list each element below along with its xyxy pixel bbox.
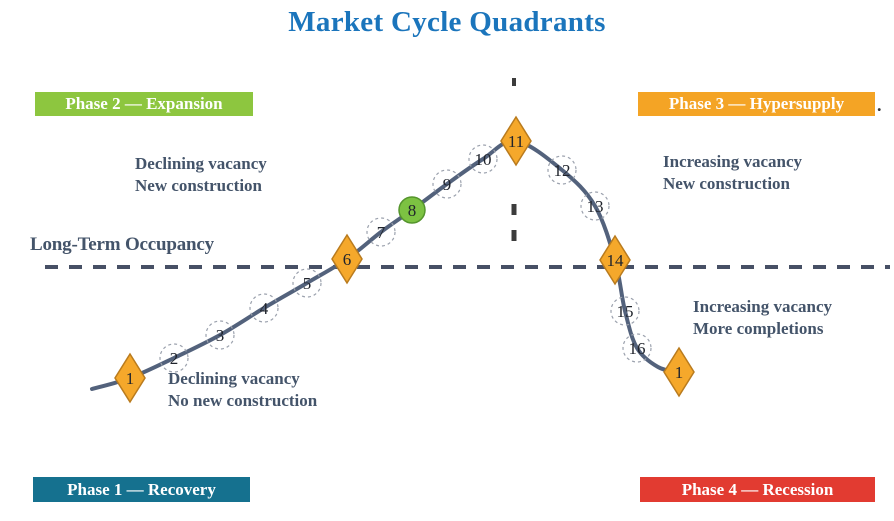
cycle-point-16-number: 16 [629,339,646,358]
cycle-point-8-number: 8 [408,201,417,220]
cycle-point-12-number: 12 [554,161,571,180]
cycle-point-8-green-circle [398,196,426,224]
cycle-point-12-circle [547,155,577,185]
annotation-recession: Increasing vacancy More completions [693,296,832,341]
cycle-point-7-number: 7 [377,223,386,242]
phase-label-hypersupply: Phase 3 — Hypersupply [638,92,875,116]
cycle-point-10-circle [468,144,498,174]
cycle-point-13-circle [580,191,610,221]
cycle-point-15-circle [610,296,640,326]
annotation-line: Declining vacancy [168,369,300,388]
annotation-line: More completions [693,319,824,339]
annotation-line: New construction [663,174,791,194]
market-cycle-curve [90,138,693,391]
annotation-hypersupply: Increasing vacancy New construction [663,151,802,196]
cycle-point-5-number: 5 [303,274,312,293]
hypersupply-trailing-period: . [877,95,882,115]
cycle-point-1-diamond [114,352,146,404]
page-title: Market Cycle Quadrants [288,6,606,38]
phase-label-recovery: Phase 1 — Recovery [33,477,250,502]
annotation-recovery: Declining vacancy No new construction [168,368,317,413]
cycle-point-16-circle [622,333,652,363]
cycle-point-11-number: 11 [508,132,524,151]
annotation-line: New construction [135,176,263,196]
long-term-occupancy-label: Long-Term Occupancy [30,234,214,255]
phase-label-recession: Phase 4 — Recession [640,477,875,502]
annotation-line: No new construction [168,391,318,411]
cycle-point-13-number: 13 [587,197,604,216]
cycle-point-9-number: 9 [443,175,452,194]
cycle-point-14-diamond [599,234,631,286]
cycle-point-11-diamond [500,115,532,167]
cycle-point-9-circle [432,169,462,199]
cycle-point-6-number: 6 [343,250,352,269]
phase-label-expansion: Phase 2 — Expansion [35,92,253,116]
annotation-line: Declining vacancy [135,154,267,173]
cycle-point-14-number: 14 [607,251,625,270]
cycle-point-1-number: 1 [675,363,684,382]
cycle-point-15-number: 15 [617,302,634,321]
cycle-point-5-circle [292,268,322,298]
cycle-point-4-number: 4 [260,299,269,318]
cycle-point-7-circle [366,217,396,247]
cycle-point-1-diamond [663,346,695,398]
cycle-point-4-circle [249,293,279,323]
cycle-point-10-number: 10 [475,150,492,169]
cycle-point-3-circle [205,320,235,350]
cycle-point-2-number: 2 [170,349,179,368]
cycle-point-6-diamond [331,233,363,285]
annotation-expansion: Declining vacancy New construction [135,153,267,198]
cycle-point-3-number: 3 [216,326,225,345]
annotation-line: Increasing vacancy [693,297,832,316]
annotation-line: Increasing vacancy [663,152,802,171]
cycle-point-2-circle [159,343,189,373]
cycle-point-1-number: 1 [126,369,135,388]
